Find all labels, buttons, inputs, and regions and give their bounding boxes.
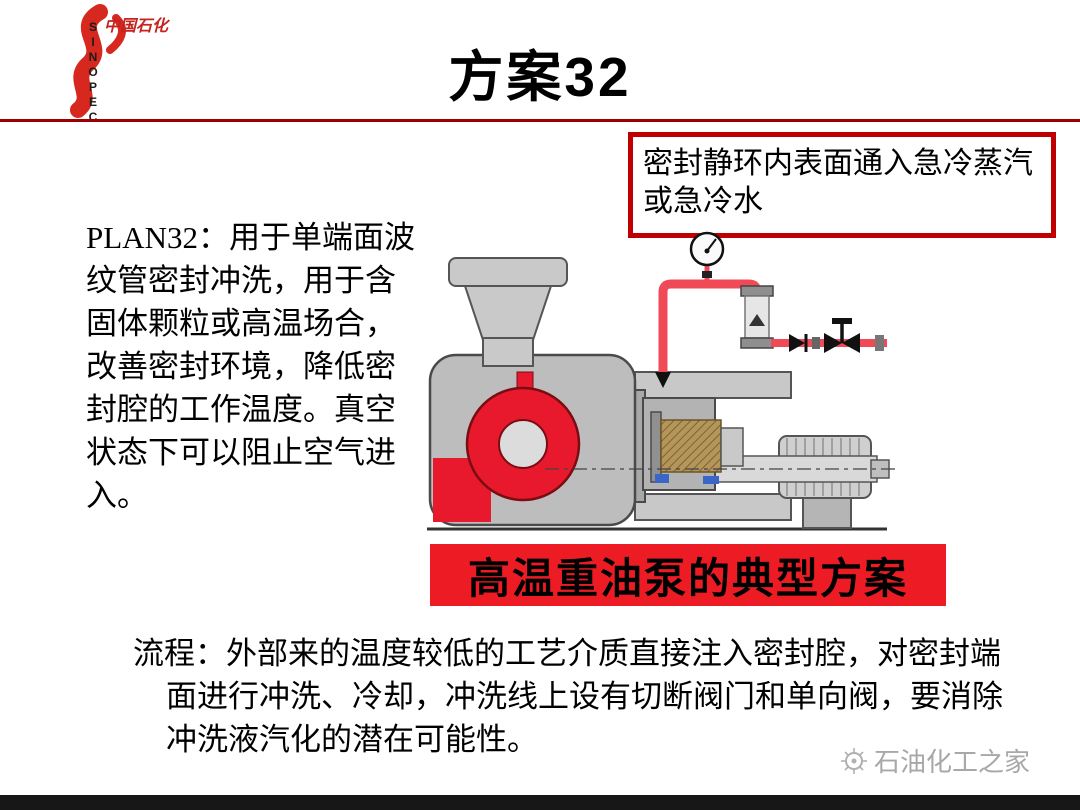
pipe-end-fitting bbox=[875, 335, 884, 351]
process-description: 流程：外部来的温度较低的工艺介质直接注入密封腔，对密封端面进行冲洗、冷却，冲洗线… bbox=[133, 636, 1003, 758]
gauge-nut bbox=[702, 271, 712, 278]
valve-handle bbox=[832, 318, 852, 324]
watermark-icon bbox=[841, 747, 867, 774]
frame-bottom-rail bbox=[634, 493, 792, 521]
logo-flame-icon bbox=[70, 4, 126, 118]
suction-neck bbox=[482, 337, 534, 367]
sinopec-logo: 中国石化 SINOPEC bbox=[46, 4, 180, 125]
title-rule bbox=[0, 119, 1080, 122]
watermark: 石油化工之家 bbox=[840, 742, 1030, 779]
page-title: 方案32 bbox=[448, 46, 632, 108]
shaft-sleeve bbox=[720, 427, 744, 467]
suction-cone bbox=[463, 285, 553, 341]
caption-banner: 高温重油泵的典型方案 bbox=[430, 544, 946, 606]
drive-collar-blue bbox=[703, 476, 719, 484]
quench-callout: 密封静环内表面通入急冷蒸汽或急冷水 bbox=[628, 132, 1056, 239]
logo-script-text: 中国石化 bbox=[104, 18, 169, 35]
check-valve-icon bbox=[789, 334, 805, 352]
flow-meter-bottom-cap bbox=[740, 337, 774, 349]
flow-meter-top-cap bbox=[740, 285, 774, 297]
plan-description: PLAN32：用于单端面波纹管密封冲洗，用于含固体颗粒或高温场合，改善密封环境，… bbox=[86, 220, 415, 514]
flow-meter-float bbox=[749, 314, 765, 326]
suction-flange bbox=[448, 257, 568, 287]
logo-brand-text: SINOPEC bbox=[86, 20, 100, 125]
flow-arrow-icon bbox=[655, 372, 671, 388]
watermark-text: 石油化工之家 bbox=[874, 747, 1031, 777]
bearing-pedestal bbox=[802, 497, 852, 529]
impeller-eye bbox=[498, 419, 548, 469]
pump-diagram bbox=[427, 231, 897, 531]
pipe-union-fitting bbox=[812, 337, 820, 349]
gland-plate bbox=[650, 411, 662, 483]
footer-bar bbox=[0, 795, 1080, 810]
callout-text: 密封静环内表面通入急冷蒸汽或急冷水 bbox=[643, 147, 1033, 219]
seal-cartridge bbox=[660, 419, 722, 473]
seal-ring-blue bbox=[655, 474, 669, 483]
block-valve-icon-right bbox=[842, 333, 860, 353]
block-valve-icon bbox=[824, 333, 842, 353]
quench-pipe bbox=[658, 279, 762, 374]
caption-banner-text: 高温重油泵的典型方案 bbox=[467, 556, 908, 603]
gauge-hub bbox=[704, 248, 710, 254]
